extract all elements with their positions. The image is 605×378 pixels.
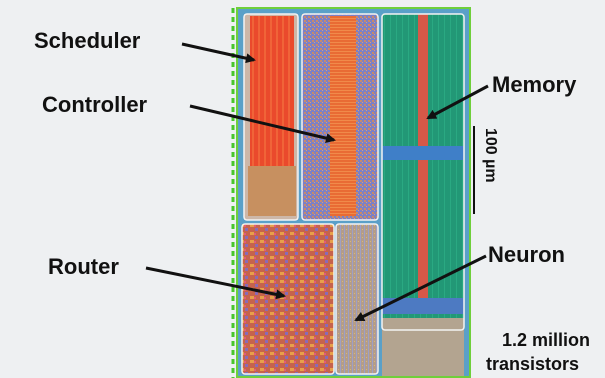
die-outline	[236, 7, 471, 378]
controller-block	[301, 13, 379, 221]
arrow-scheduler	[181, 42, 256, 64]
caption-line2: transistors	[486, 354, 579, 374]
scheduler-core	[250, 16, 294, 166]
router-logic	[242, 224, 334, 374]
scheduler-frame	[243, 13, 299, 221]
scale-bar: 100 µm	[473, 126, 499, 214]
scale-bar-label: 100 µm	[482, 128, 499, 183]
label-neuron: Neuron	[488, 242, 565, 267]
router-frame	[241, 223, 335, 375]
controller-array	[330, 16, 356, 216]
arrow-router	[145, 266, 286, 300]
label-memory: Memory	[492, 72, 577, 97]
memory-bus-bottom	[382, 298, 464, 314]
memory-bus	[382, 146, 464, 160]
memory-block	[381, 13, 465, 376]
arrow-memory	[426, 84, 489, 120]
label-scheduler: Scheduler	[34, 28, 141, 53]
controller-frame	[301, 13, 379, 221]
neuron-block	[335, 223, 379, 375]
caption-line1: 1.2 million	[502, 330, 590, 350]
memory-periphery	[382, 318, 464, 376]
memory-spine	[418, 14, 428, 314]
neuron-frame	[335, 223, 379, 375]
arrow-controller	[189, 104, 336, 144]
neuron-logic	[336, 224, 378, 374]
label-router: Router	[48, 254, 119, 279]
memory-frame	[381, 13, 465, 331]
scheduler-logic	[248, 166, 296, 216]
arrow-neuron	[354, 254, 487, 322]
label-controller: Controller	[42, 92, 148, 117]
scheduler-block	[243, 13, 299, 221]
router-block	[241, 223, 335, 375]
arrows	[145, 42, 489, 322]
